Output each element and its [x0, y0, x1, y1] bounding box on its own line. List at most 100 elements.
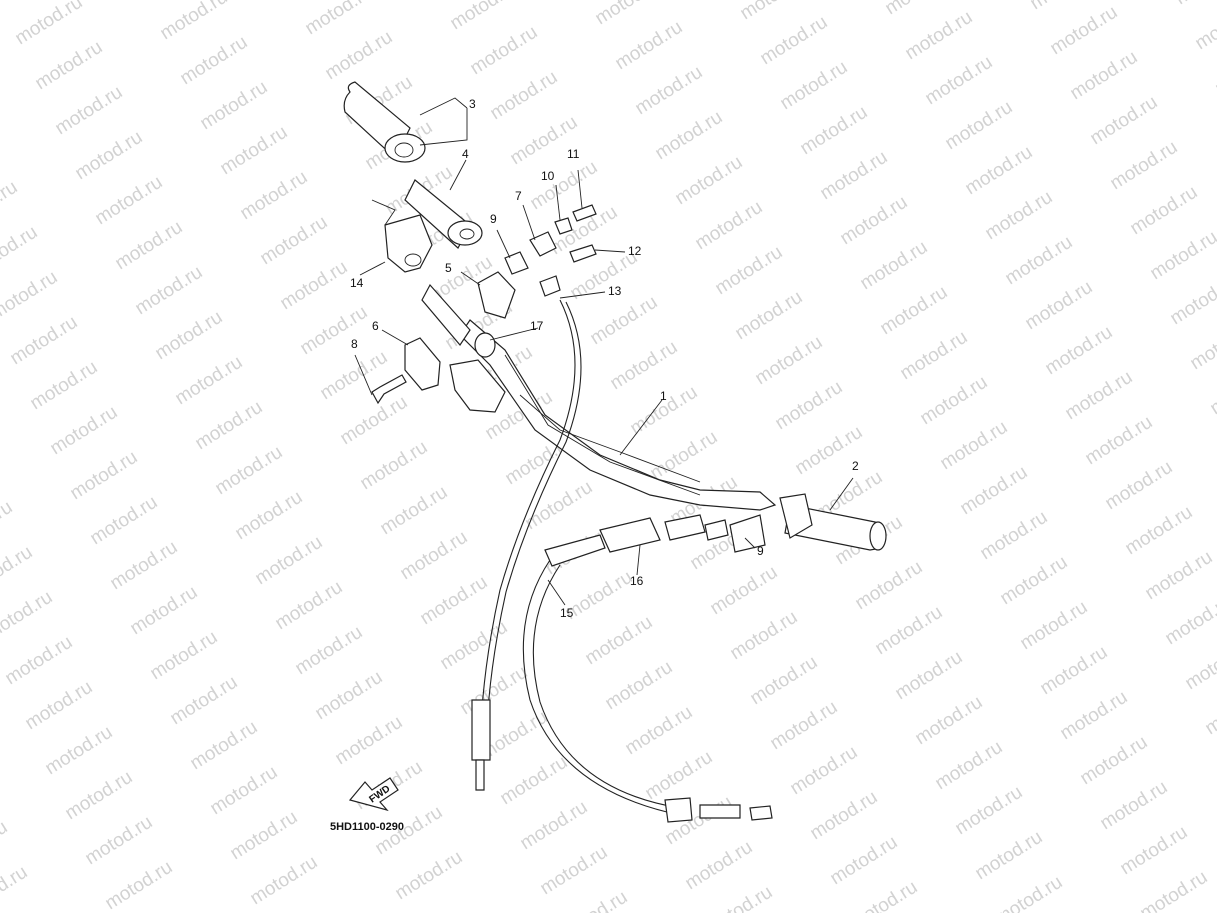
watermark-text: motod.ru [292, 622, 367, 680]
diagram-code: 5HD1100-0290 [330, 821, 404, 833]
watermark-text: motod.ru [817, 147, 892, 205]
watermark-text: motod.ru [1212, 42, 1217, 100]
watermark-text: motod.ru [1077, 732, 1152, 790]
watermark-text: motod.ru [467, 22, 542, 80]
watermark-text: motod.ru [217, 122, 292, 180]
callout-5: 5 [445, 261, 452, 275]
watermark-text: motod.ru [917, 372, 992, 430]
watermark-text: motod.ru [1172, 0, 1217, 9]
watermark-text: motod.ru [112, 217, 187, 275]
watermark-text: motod.ru [92, 172, 167, 230]
watermark-text: motod.ru [852, 557, 927, 615]
watermark-text: motod.ru [82, 812, 157, 870]
watermark-text: motod.ru [22, 677, 97, 735]
watermark-text: motod.ru [1087, 92, 1162, 150]
watermark-text: motod.ru [777, 57, 852, 115]
watermark-text: motod.ru [297, 302, 372, 360]
watermark-text: motod.ru [702, 882, 777, 913]
watermark-text: motod.ru [537, 842, 612, 900]
watermark-text: motod.ru [62, 767, 137, 825]
watermark-text: motod.ru [0, 267, 61, 325]
watermark-text: motod.ru [652, 107, 727, 165]
watermark-text: motod.ru [942, 97, 1017, 155]
watermark-text: motod.ru [712, 242, 787, 300]
callout-17: 17 [530, 319, 544, 333]
watermark-text: motod.ru [0, 817, 11, 875]
watermark-text: motod.ru [147, 627, 222, 685]
watermark-text: motod.ru [882, 0, 957, 19]
watermark-text: motod.ru [937, 417, 1012, 475]
watermark-text: motod.ru [132, 262, 207, 320]
watermark-text: motod.ru [857, 237, 932, 295]
watermark-text: motod.ru [47, 402, 122, 460]
watermark-text: motod.ru [1102, 457, 1177, 515]
watermark-text: motod.ru [632, 62, 707, 120]
watermark-text: motod.ru [1127, 182, 1202, 240]
watermark-text: motod.ru [757, 12, 832, 70]
watermark-text: motod.ru [152, 307, 227, 365]
cable-adjuster-16 [599, 514, 766, 553]
watermark-text: motod.ru [32, 37, 107, 95]
watermark-text: motod.ru [392, 847, 467, 905]
watermark-text: motod.ru [192, 397, 267, 455]
callout-11: 11 [567, 147, 580, 161]
watermark-text: motod.ru [497, 752, 572, 810]
watermark-text: motod.ru [977, 507, 1052, 565]
watermark-text: motod.ru [487, 67, 562, 125]
callout-7: 7 [515, 189, 522, 203]
watermark-text: motod.ru [992, 872, 1067, 913]
watermark-text: motod.ru [1027, 0, 1102, 14]
watermark-text: motod.ru [67, 447, 142, 505]
watermark-text: motod.ru [357, 437, 432, 495]
watermark-text: motod.ru [2, 632, 77, 690]
throttle-cable-15 [522, 534, 773, 823]
watermark-text: motod.ru [727, 607, 802, 665]
watermark-text: motod.ru [377, 482, 452, 540]
callout-8: 8 [351, 337, 358, 351]
watermark-text: motod.ru [1142, 547, 1217, 605]
watermark-text: motod.ru [12, 0, 87, 49]
watermark-text: motod.ru [232, 487, 307, 545]
watermark-text: motod.ru [752, 332, 827, 390]
watermark-text: motod.ru [322, 27, 397, 85]
watermark-text: motod.ru [302, 0, 377, 39]
watermark-text: motod.ru [102, 857, 177, 913]
callout-16: 16 [630, 574, 644, 588]
watermark-text: motod.ru [277, 257, 352, 315]
watermark-text: motod.ru [1047, 2, 1122, 60]
watermark-text: motod.ru [607, 337, 682, 395]
watermark-text: motod.ru [272, 577, 347, 635]
holder-clamp [404, 337, 441, 391]
watermark-text: motod.ru [682, 837, 757, 895]
watermark-text: motod.ru [1022, 277, 1097, 335]
watermark-text: motod.ru [1002, 232, 1077, 290]
callout-9-bottom: 9 [757, 544, 764, 558]
watermark-text: motod.ru [0, 542, 36, 600]
watermark-text: motod.ru [212, 442, 287, 500]
throttle-housing [384, 214, 433, 273]
watermark-text: motod.ru [1097, 777, 1172, 835]
watermark-text: motod.ru [1162, 592, 1217, 650]
watermark-text: motod.ru [447, 0, 522, 34]
watermark-text: motod.ru [622, 702, 697, 760]
watermark-text: motod.ru [337, 392, 412, 450]
watermark-text: motod.ru [437, 617, 512, 675]
watermark-text: motod.ru [582, 612, 657, 670]
watermark-text: motod.ru [0, 587, 56, 645]
watermark-text: motod.ru [807, 787, 882, 845]
watermark-text: motod.ru [1207, 362, 1217, 420]
watermark-text: motod.ru [237, 167, 312, 225]
small-hardware [504, 204, 597, 297]
throttle-tube [404, 179, 483, 249]
watermark-text: motod.ru [602, 657, 677, 715]
watermark-text: motod.ru [27, 357, 102, 415]
callout-labels: 3 4 11 10 7 9 12 5 14 13 6 17 8 1 2 9 16… [350, 97, 859, 620]
watermark-text: motod.ru [797, 102, 872, 160]
watermark-text: motod.ru [1057, 687, 1132, 745]
watermark-text: motod.ru [1202, 682, 1217, 740]
watermark-text: motod.ru [0, 222, 41, 280]
watermark-text: motod.ru [892, 647, 967, 705]
watermark-text: motod.ru [847, 877, 922, 913]
watermark-text: motod.ru [1062, 367, 1137, 425]
